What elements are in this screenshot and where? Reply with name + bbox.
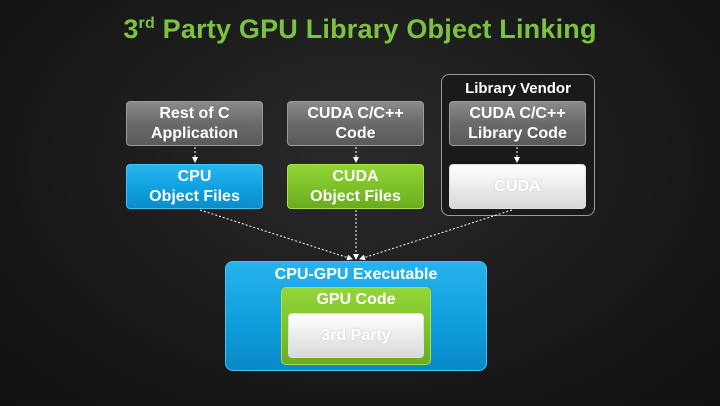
third-party-code-box: 3rd Party	[288, 313, 424, 358]
cuda-object-files-box: CUDA Object Files	[287, 164, 424, 209]
arrow-cpu-to-exe	[199, 209, 353, 261]
rest-of-c-application-box: Rest of C Application	[126, 101, 263, 146]
cuda-code-box: CUDA C/C++ Code	[287, 101, 424, 146]
library-code-box: CUDA C/C++ Library Code	[449, 101, 586, 146]
cpu-object-files-box: CPU Object Files	[126, 164, 263, 209]
gpu-code-label: GPU Code	[316, 291, 396, 308]
vendor-cuda-object-files-box: CUDA	[449, 164, 586, 209]
arrow-vendor-to-exe	[359, 209, 513, 261]
cpu-gpu-executable-label: CPU-GPU Executable	[274, 266, 438, 283]
library-vendor-label: Library Vendor	[465, 80, 571, 97]
slide-title: 3rd Party GPU Library Object Linking	[123, 14, 597, 44]
